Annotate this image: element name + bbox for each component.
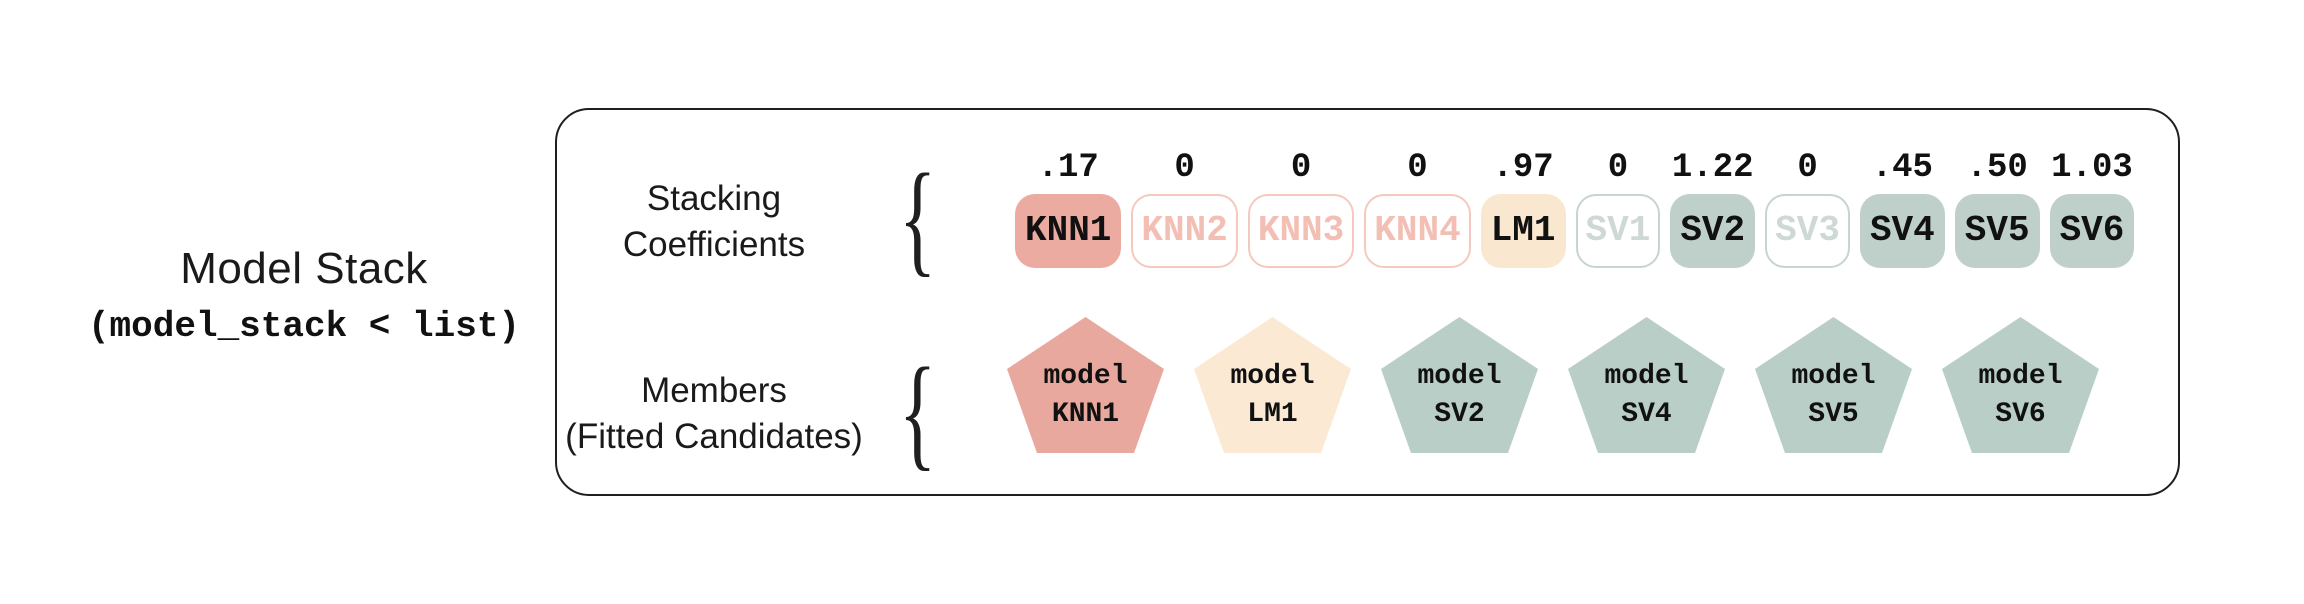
model-chip-sv6: SV6 [2049, 194, 2135, 268]
coefficient-sv4: .45 SV4 [1859, 146, 1945, 268]
coefficient-value: 0 [1407, 149, 1428, 187]
coefficient-knn2: 0 KNN2 [1131, 146, 1238, 268]
model-chip-sv4: SV4 [1859, 194, 1945, 268]
coefficient-value: .45 [1871, 149, 1933, 187]
member-pentagon-lm1: model LM1 [1194, 317, 1351, 453]
model-chip-sv3: SV3 [1765, 194, 1850, 268]
member-pentagon-sv4: model SV4 [1568, 317, 1725, 453]
member-line2: SV6 [1995, 399, 2046, 430]
coefficients-row: .17 KNN1 0 KNN2 0 KNN3 0 KNN4 .97 LM1 0 … [1015, 146, 2135, 268]
curly-brace-members: { [898, 343, 937, 482]
coefficient-value: 0 [1607, 149, 1629, 187]
model-chip-knn4: KNN4 [1364, 194, 1471, 268]
coefficient-value: 1.22 [1671, 149, 1754, 187]
diagram-title-code: (model_stack < list) [87, 306, 521, 347]
model-chip-lm1: LM1 [1480, 194, 1566, 268]
model-chip-knn1: KNN1 [1015, 194, 1122, 268]
coefficient-sv6: 1.03 SV6 [2049, 146, 2135, 268]
model-chip-knn2: KNN2 [1131, 194, 1238, 268]
coefficient-lm1: .97 LM1 [1480, 146, 1566, 268]
stacking-label-line2: Coefficients [622, 225, 806, 264]
model-stack-panel: Stacking Coefficients { .17 KNN1 0 KNN2 … [555, 108, 2180, 496]
member-line1: model [1043, 361, 1128, 392]
stacking-coefficients-label: Stacking Coefficients [562, 176, 866, 268]
member-line1: model [1791, 361, 1876, 392]
model-chip-sv5: SV5 [1954, 194, 2040, 268]
curly-brace-coefficients: { [898, 149, 937, 288]
coefficient-sv1: 0 SV1 [1575, 146, 1661, 268]
members-row: model KNN1 model LM1 model SV2 model SV4… [1007, 317, 2099, 453]
coefficient-value: .17 [1037, 149, 1099, 187]
members-label: Members (Fitted Candidates) [562, 368, 866, 460]
member-line2: SV5 [1808, 399, 1859, 430]
model-chip-sv1: SV1 [1575, 194, 1661, 268]
coefficient-sv5: .50 SV5 [1954, 146, 2040, 268]
model-chip-sv2: SV2 [1670, 194, 1756, 268]
coefficient-value: 0 [1174, 149, 1195, 187]
coefficient-knn4: 0 KNN4 [1364, 146, 1471, 268]
member-pentagon-sv6: model SV6 [1942, 317, 2099, 453]
coefficient-value: .50 [1966, 149, 2028, 187]
coefficient-knn1: .17 KNN1 [1015, 146, 1122, 268]
members-label-line2: (Fitted Candidates) [565, 417, 863, 456]
coefficient-knn3: 0 KNN3 [1247, 146, 1355, 268]
members-label-line1: Members [641, 371, 787, 410]
coefficient-value: 0 [1797, 149, 1818, 187]
member-line1: model [1230, 361, 1315, 392]
coefficient-sv3: 0 SV3 [1765, 146, 1850, 268]
member-pentagon-sv2: model SV2 [1381, 317, 1538, 453]
member-line2: SV4 [1621, 399, 1672, 430]
diagram-title-block: Model Stack (model_stack < list) [64, 243, 544, 349]
diagram-title: Model Stack [180, 244, 428, 293]
member-pentagon-knn1: model KNN1 [1007, 317, 1164, 453]
coefficient-sv2: 1.22 SV2 [1670, 146, 1756, 268]
member-line2: SV2 [1434, 399, 1485, 430]
model-chip-knn3: KNN3 [1247, 194, 1355, 268]
coefficient-value: 0 [1290, 149, 1312, 187]
member-line1: model [1978, 361, 2063, 392]
member-line1: model [1604, 361, 1689, 392]
member-line2: LM1 [1247, 399, 1298, 430]
coefficient-value: 1.03 [2051, 149, 2133, 187]
member-line1: model [1417, 361, 1502, 392]
coefficient-value: .97 [1492, 149, 1554, 187]
stacking-label-line1: Stacking [646, 179, 782, 218]
member-pentagon-sv5: model SV5 [1755, 317, 1912, 453]
member-line2: KNN1 [1051, 399, 1120, 430]
